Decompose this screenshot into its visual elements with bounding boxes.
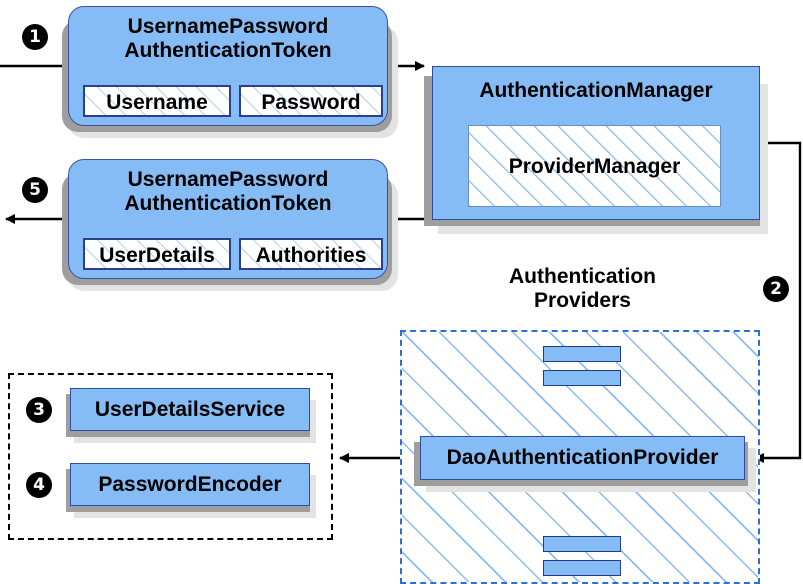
slot-hatch [241,240,381,268]
step-bullet-1: 1 [22,24,48,50]
password-encoder[interactable]: PasswordEncoder [70,463,310,506]
authentication-providers-label: Authentication Providers [509,265,656,312]
request-token-title: UsernamePassword AuthenticationToken [124,15,332,62]
request-token-slot-username[interactable]: Username [83,85,231,117]
response-token-card[interactable]: UsernamePassword AuthenticationToken Use… [68,159,388,279]
provider-manager-box[interactable]: ProviderManager [468,125,721,207]
slot-hatch [85,240,229,268]
dao-authentication-provider[interactable]: DaoAuthenticationProvider [420,436,745,480]
response-token-slot-userdetails[interactable]: UserDetails [83,238,231,270]
authentication-manager-panel[interactable]: AuthenticationManager ProviderManager [432,66,760,220]
anonymous-provider-bar-top-2 [543,370,621,386]
user-details-service[interactable]: UserDetailsService [70,388,310,431]
request-token-slot-username-label: Username [106,91,208,114]
authentication-services-group [8,373,333,540]
anonymous-provider-bar-top-1 [543,346,621,362]
password-encoder-label: PasswordEncoder [98,472,282,496]
slot-hatch [85,87,229,115]
request-token-card[interactable]: UsernamePassword AuthenticationToken Use… [68,6,388,126]
step-bullet-5: 5 [22,177,48,203]
dao-authentication-provider-label: DaoAuthenticationProvider [446,446,719,469]
anonymous-provider-bar-bottom-2 [543,560,621,576]
response-token-slot-userdetails-label: UserDetails [99,244,215,267]
user-details-service-label: UserDetailsService [94,397,286,421]
response-token-slot-authorities-label: Authorities [255,244,367,267]
response-token-title: UsernamePassword AuthenticationToken [124,168,332,215]
step-bullet-3: 3 [26,397,52,423]
slot-hatch [241,87,381,115]
provider-manager-hatch [469,126,720,206]
authentication-manager-title: AuthenticationManager [479,79,713,102]
provider-manager-label: ProviderManager [508,155,681,178]
response-token-slot-authorities[interactable]: Authorities [239,238,383,270]
step-bullet-2: 2 [763,276,789,302]
step-bullet-4: 4 [26,472,52,498]
request-token-slot-password-label: Password [261,91,361,114]
anonymous-provider-bar-bottom-1 [543,536,621,552]
request-token-slot-password[interactable]: Password [239,85,383,117]
